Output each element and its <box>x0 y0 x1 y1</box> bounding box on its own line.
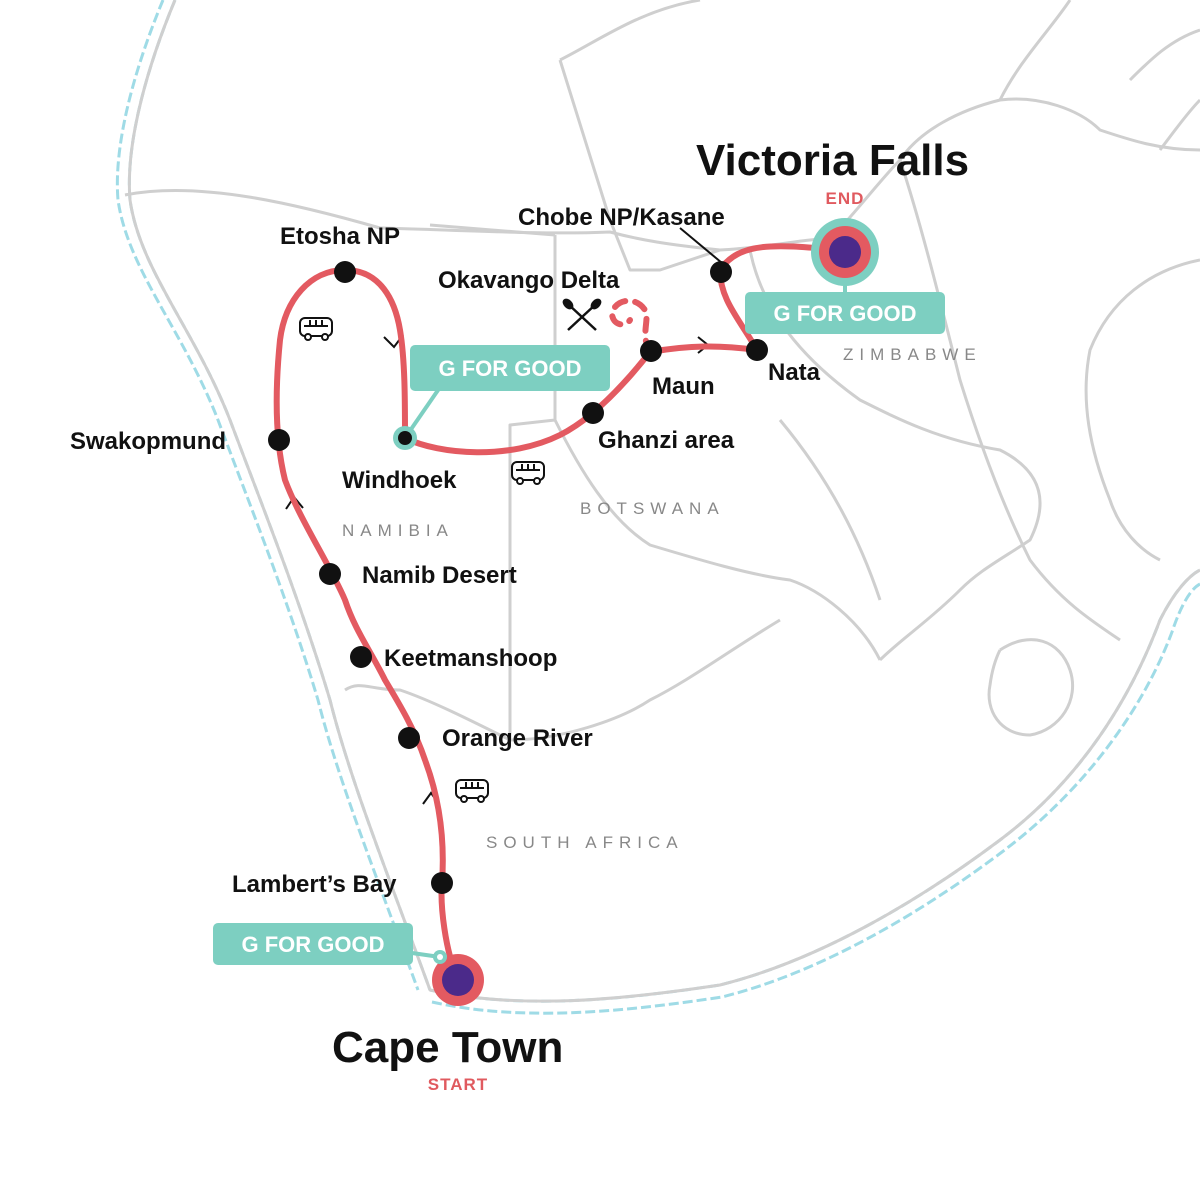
start-tag: START <box>428 1075 488 1094</box>
label-namib: Namib Desert <box>362 562 517 589</box>
label-ghanzi: Ghanzi area <box>598 427 735 454</box>
bus-icon <box>299 317 333 341</box>
country-borders <box>124 0 1200 1003</box>
end-title: Victoria Falls <box>696 136 969 185</box>
paddles-icon <box>562 298 602 331</box>
stop-chobe <box>710 261 732 283</box>
stop-swakopmund <box>268 429 290 451</box>
svg-text:G FOR GOOD: G FOR GOOD <box>774 301 917 326</box>
end-marker <box>811 218 879 286</box>
chobe-pointer <box>679 227 723 264</box>
start-marker <box>432 950 484 1006</box>
label-chobe: Chobe NP/Kasane <box>518 204 725 231</box>
svg-text:G FOR GOOD: G FOR GOOD <box>242 932 385 957</box>
country-namibia: NAMIBIA <box>342 521 454 540</box>
label-nata: Nata <box>768 359 821 386</box>
stop-ghanzi <box>582 402 604 424</box>
label-okavango: Okavango Delta <box>438 267 620 294</box>
stop-lamberts <box>431 872 453 894</box>
bus-icon <box>455 779 489 803</box>
end-tag: END <box>826 189 865 208</box>
label-swakopmund: Swakopmund <box>70 428 226 455</box>
svg-text:G FOR GOOD: G FOR GOOD <box>439 356 582 381</box>
stop-keetmanshoop <box>350 646 372 668</box>
stop-nata <box>746 339 768 361</box>
label-windhoek: Windhoek <box>342 467 457 494</box>
stop-markers <box>268 261 768 894</box>
country-zimbabwe: ZIMBABWE <box>843 345 982 364</box>
g-for-good-badge-victoria: G FOR GOOD <box>745 292 945 334</box>
stop-windhoek <box>393 426 417 450</box>
label-maun: Maun <box>652 373 715 400</box>
label-orange: Orange River <box>442 725 593 752</box>
g-for-good-badge-windhoek: G FOR GOOD <box>410 345 610 391</box>
stop-etosha <box>334 261 356 283</box>
g-for-good-badge-capetown: G FOR GOOD <box>213 923 413 965</box>
country-south-africa: SOUTH AFRICA <box>486 833 684 852</box>
label-keetmanshoop: Keetmanshoop <box>384 645 557 672</box>
start-title: Cape Town <box>332 1023 563 1072</box>
label-lamberts: Lambert’s Bay <box>232 871 397 898</box>
label-etosha: Etosha NP <box>280 223 400 250</box>
country-botswana: BOTSWANA <box>580 499 725 518</box>
stop-namib <box>319 563 341 585</box>
okavango-loop <box>608 297 653 355</box>
stop-maun <box>640 340 662 362</box>
stop-orange <box>398 727 420 749</box>
bus-icon <box>511 461 545 485</box>
